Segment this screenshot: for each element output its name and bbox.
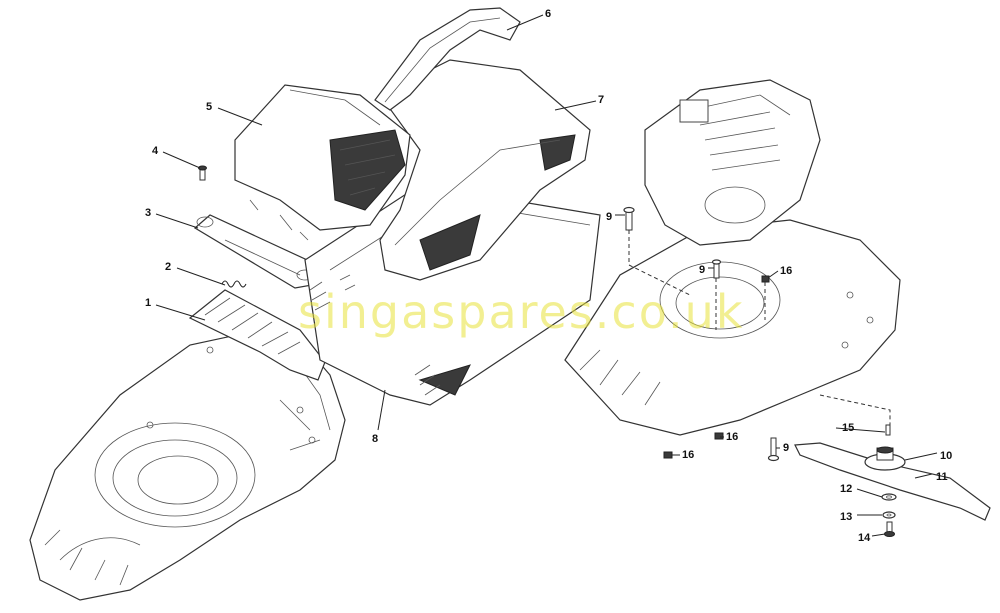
callout-3: 3 [145,207,151,219]
callout-13: 13 [840,511,852,523]
callout-5: 5 [206,101,212,113]
callout-8: 8 [372,433,378,445]
callout-1: 1 [145,297,151,309]
rear-flap-part-1 [188,289,326,381]
washer-part-12 [881,493,897,501]
callout-7: 7 [598,94,604,106]
bolt-part-9-a [623,206,635,231]
callout-4: 4 [152,145,159,157]
hinge-bar-part-3 [193,214,319,289]
bolt-part-9-c [767,437,780,462]
bolt-part-9-b [711,259,722,279]
spring-part-2 [221,280,247,288]
handle-part-6 [374,7,521,111]
callout-16-a: 16 [780,265,792,277]
callout-6: 6 [545,8,551,20]
callout-9-c: 9 [783,442,789,454]
watermark-text: singaspares.co.uk [298,285,744,339]
screw-part-4 [198,165,207,181]
callout-11: 11 [936,471,948,483]
key-part-15 [885,424,891,436]
washer-part-13 [882,511,896,519]
callout-16-b: 16 [726,431,738,443]
nut-part-16-c [663,451,673,459]
callout-12: 12 [840,483,852,495]
callout-14: 14 [858,532,871,544]
nut-part-16-b [714,432,724,440]
engine [644,79,821,246]
grass-box-upper-part-7 [379,59,591,281]
nut-part-16-a [761,275,770,283]
callout-16-c: 16 [682,449,694,461]
blade-part-11 [794,442,991,521]
bolt-part-14 [884,521,895,537]
callout-10: 10 [940,450,952,462]
cover-part-5 [234,84,411,241]
left-mower-deck [29,329,346,601]
callout-9-a: 9 [606,211,612,223]
callout-15: 15 [842,422,854,434]
callout-2: 2 [165,261,171,273]
blade-adapter-part-10 [864,446,906,471]
callout-labels: 1 2 3 4 5 6 7 8 9 9 9 10 11 12 13 14 15 … [145,8,952,544]
leader-lines [155,14,938,537]
callout-9-b: 9 [699,264,705,276]
